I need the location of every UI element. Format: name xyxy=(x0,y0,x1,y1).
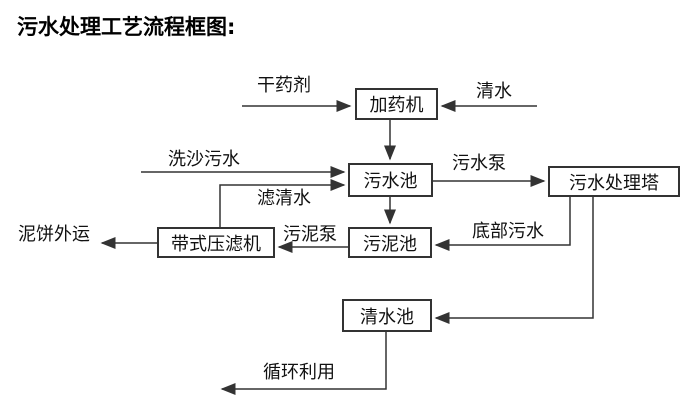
label-clean-water: 清水 xyxy=(476,81,512,102)
page-title: 污水处理工艺流程框图: xyxy=(17,15,236,39)
arrow-bottom-sewage-to-sludge-pool xyxy=(434,197,571,251)
box-sludge-pool: 污泥池 xyxy=(348,227,432,258)
label-sewage-pump: 污水泵 xyxy=(452,153,506,174)
label-recycling: 循环利用 xyxy=(263,362,335,383)
label-filtered-water: 滤清水 xyxy=(257,188,311,209)
box-sewage-pool: 污水池 xyxy=(348,163,433,197)
label-sludge-pump: 污泥泵 xyxy=(283,224,337,245)
label-mud-cake-out: 泥饼外运 xyxy=(18,224,90,245)
arrow-recycling-out xyxy=(220,332,387,395)
box-belt-filter-press: 带式压滤机 xyxy=(157,227,275,258)
label-bottom-sewage: 底部污水 xyxy=(472,221,544,242)
arrow-filtered-water-to-sewage-pool xyxy=(219,179,346,227)
label-dry-chemical: 干药剂 xyxy=(257,75,311,96)
box-sewage-treatment-tower: 污水处理塔 xyxy=(548,166,680,197)
label-sand-washing-sewage: 洗沙污水 xyxy=(168,149,240,170)
box-clean-water-pool: 清水池 xyxy=(342,299,432,332)
arrow-tower-to-clean-pool xyxy=(434,197,594,324)
box-dosing-machine: 加药机 xyxy=(355,88,438,120)
